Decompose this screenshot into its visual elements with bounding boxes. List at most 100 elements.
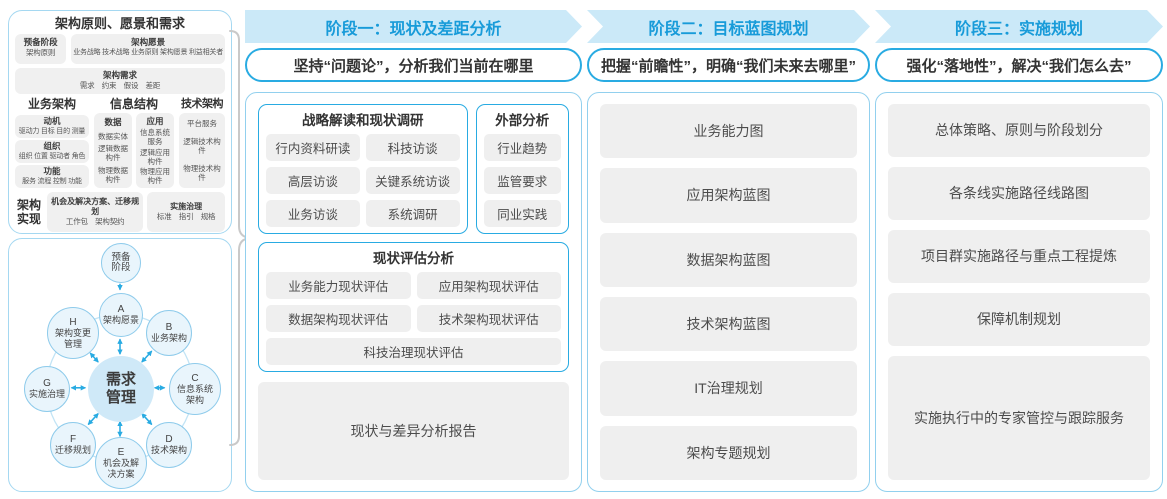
task-box: 业务能力现状评估 — [266, 272, 411, 299]
application-item: 物理应用构件 — [140, 167, 170, 186]
architecture-implementation-row: 架构实现 机会及解决方案、迁移规划 工作包 架构契约 实施治理 标准 指引 规格 — [15, 192, 225, 232]
external-analysis-title: 外部分析 — [495, 113, 550, 128]
phase1-banner: 阶段一：现状及差距分析 — [245, 10, 582, 43]
phase3-panel: 总体策略、原则与阶段划分 各条线实施路径线路图 项目群实施路径与重点工程提炼 保… — [875, 92, 1163, 492]
arrow-center-b — [141, 350, 153, 363]
deliverable-box: 技术架构蓝图 — [600, 296, 857, 352]
deliverable-box: 保障机制规划 — [888, 292, 1150, 346]
adm-node-c-letter: C — [191, 373, 199, 384]
adm-node-b-label: 业务架构 — [150, 333, 187, 344]
adm-node-c: C 信息系统架构 — [169, 363, 221, 415]
strategy-research-grid: 行内资料研读 科技访谈 高层访谈 关键系统访谈 业务访谈 系统调研 — [266, 134, 460, 227]
task-box: 科技访谈 — [365, 134, 460, 161]
technology-item: 物理技术构件 — [183, 163, 221, 182]
adm-node-requirements-management: 需求管理 — [88, 356, 154, 422]
adm-node-b: B 业务架构 — [146, 310, 192, 356]
task-box: 业务访谈 — [266, 200, 360, 227]
adm-node-g: G 实施治理 — [24, 366, 70, 412]
adm-node-a-letter: A — [117, 304, 125, 316]
organization-title: 组织 — [43, 141, 61, 151]
deliverable-box: 架构专题规划 — [600, 425, 857, 480]
opportunities-migration-box: 机会及解决方案、迁移规划 工作包 架构契约 — [47, 192, 144, 232]
adm-node-f: F 迁移规划 — [50, 422, 96, 468]
adm-node-e-label: 机会及解决方案 — [102, 458, 139, 479]
external-analysis-stack: 行业趋势 监管要求 同业实践 — [483, 134, 561, 227]
phase1-slogan-box: 坚持“问题论”，分析我们当前在哪里 — [245, 48, 582, 82]
task-box: 监管要求 — [483, 167, 561, 194]
phase1-top-row: 战略解读和现状调研 行内资料研读 科技访谈 高层访谈 关键系统访谈 业务访谈 系… — [258, 104, 569, 234]
preliminary-phase-sub: 架构原则 — [26, 48, 56, 57]
adm-node-a-label: 架构愿景 — [102, 315, 139, 326]
motivation-sub: 驱动力 目标 目的 测量 — [18, 128, 86, 135]
architecture-vision-title: 架构愿景 — [131, 37, 166, 47]
task-box: 系统调研 — [365, 200, 460, 227]
phase2-banner: 阶段二：目标蓝图规划 — [587, 10, 870, 43]
technology-item: 逻辑技术构件 — [183, 136, 221, 155]
adm-node-c-label: 信息系统架构 — [176, 384, 213, 405]
adm-node-g-letter: G — [43, 378, 51, 390]
task-box: 关键系统访谈 — [365, 167, 460, 194]
application-item: 信息系统服务 — [140, 128, 170, 147]
data-column-box: 数据 数据实体 逻辑数据构件 物理数据构件 — [94, 113, 132, 188]
architecture-vision-sub: 业务战略 技术战略 业务原则 架构愿景 利益相关者 — [73, 49, 223, 56]
task-box: 行内资料研读 — [266, 134, 360, 161]
adm-node-f-label: 迁移规划 — [54, 445, 91, 456]
organization-box: 组织 组织 位置 驱动者 角色 — [15, 140, 89, 163]
technology-item: 平台服务 — [187, 119, 217, 129]
task-box: 数据架构现状评估 — [266, 305, 411, 332]
gap-analysis-report-box: 现状与差异分析报告 — [258, 382, 569, 480]
application-item: 逻辑应用构件 — [140, 147, 170, 166]
implementation-governance-box: 实施治理 标准 指引 规格 — [147, 192, 225, 232]
phase3-slogan-box: 强化“落地性”，解决“我们怎么去” — [875, 48, 1163, 82]
task-box: 同业实践 — [483, 200, 561, 227]
strategy-research-box: 战略解读和现状调研 行内资料研读 科技访谈 高层访谈 关键系统访谈 业务访谈 系… — [258, 104, 468, 234]
business-architecture-title: 业务架构 — [27, 97, 76, 111]
motivation-box: 动机 驱动力 目标 目的 测量 — [15, 115, 89, 138]
deliverable-box: 项目群实施路径与重点工程提炼 — [888, 229, 1150, 283]
implementation-governance-title: 实施治理 — [170, 202, 203, 211]
task-box: 应用架构现状评估 — [416, 272, 561, 299]
adm-node-d: D 技术架构 — [146, 422, 192, 468]
task-box: 技术架构现状评估 — [416, 305, 561, 332]
phase1-panel: 战略解读和现状调研 行内资料研读 科技访谈 高层访谈 关键系统访谈 业务访谈 系… — [245, 92, 582, 492]
adm-node-e-letter: E — [117, 447, 125, 458]
principles-panel-title: 架构原则、愿景和需求 — [54, 16, 185, 31]
data-item: 逻辑数据构件 — [98, 144, 128, 163]
deliverable-box: 各条线实施路径线路图 — [888, 166, 1150, 220]
technology-architecture-column: 技术架构 平台服务 逻辑技术构件 物理技术构件 — [179, 98, 225, 188]
phase2-slogan-box: 把握“前瞻性”，明确“我们未来去哪里” — [587, 48, 870, 82]
architecture-requirements-title: 架构需求 — [102, 70, 137, 80]
function-title: 功能 — [43, 166, 61, 176]
adm-node-e: E 机会及解决方案 — [95, 437, 147, 489]
phase2-column: 阶段二：目标蓝图规划 把握“前瞻性”，明确“我们未来去哪里” 业务能力图 应用架… — [587, 10, 870, 492]
phase3-banner: 阶段三：实施规划 — [875, 10, 1163, 43]
phase2-header: 阶段二：目标蓝图规划 — [648, 20, 809, 38]
deliverable-box: 实施执行中的专家管控与跟踪服务 — [888, 355, 1150, 480]
adm-node-h-letter: H — [69, 317, 77, 328]
adm-node-h-label: 架构变更管理 — [54, 328, 91, 349]
phase2-slogan: 把握“前瞻性”，明确“我们未来去哪里” — [600, 57, 856, 75]
technology-architecture-title: 技术架构 — [181, 98, 224, 110]
adm-node-a: A 架构愿景 — [99, 293, 143, 337]
phase1-slogan: 坚持“问题论”，分析我们当前在哪里 — [293, 57, 534, 75]
task-box: 行业趋势 — [483, 134, 561, 161]
deliverable-box: 应用架构蓝图 — [600, 168, 857, 223]
architecture-implementation-label: 架构实现 — [16, 198, 41, 226]
information-structure-title: 信息结构 — [109, 97, 158, 111]
architecture-requirements-box: 架构需求 需求 约束 假设 差距 — [15, 68, 225, 94]
phase3-slogan: 强化“落地性”，解决“我们怎么去” — [906, 57, 1132, 75]
phase1-column: 阶段一：现状及差距分析 坚持“问题论”，分析我们当前在哪里 战略解读和现状调研 … — [245, 10, 582, 492]
task-box: 科技治理现状评估 — [266, 338, 561, 365]
adm-cycle-panel: 预备阶段 A 架构愿景 B 业务架构 C 信息系统架构 D 技术架构 E 机会及… — [8, 238, 232, 492]
adm-node-d-label: 技术架构 — [150, 445, 187, 456]
phase2-panel: 业务能力图 应用架构蓝图 数据架构蓝图 技术架构蓝图 IT治理规划 架构专题规划 — [587, 92, 870, 492]
assessment-analysis-box: 现状评估分析 业务能力现状评估 应用架构现状评估 数据架构现状评估 技术架构现状… — [258, 242, 569, 372]
deliverable-box: IT治理规划 — [600, 361, 857, 416]
assessment-analysis-title: 现状评估分析 — [373, 251, 454, 266]
business-architecture-column: 业务架构 动机 驱动力 目标 目的 测量 组织 组织 位置 驱动者 角色 功能 … — [15, 98, 89, 188]
adm-node-f-letter: F — [69, 434, 77, 446]
deliverable-box: 业务能力图 — [600, 104, 857, 159]
arrow-center-f — [87, 412, 99, 426]
strategy-research-title: 战略解读和现状调研 — [302, 113, 424, 128]
